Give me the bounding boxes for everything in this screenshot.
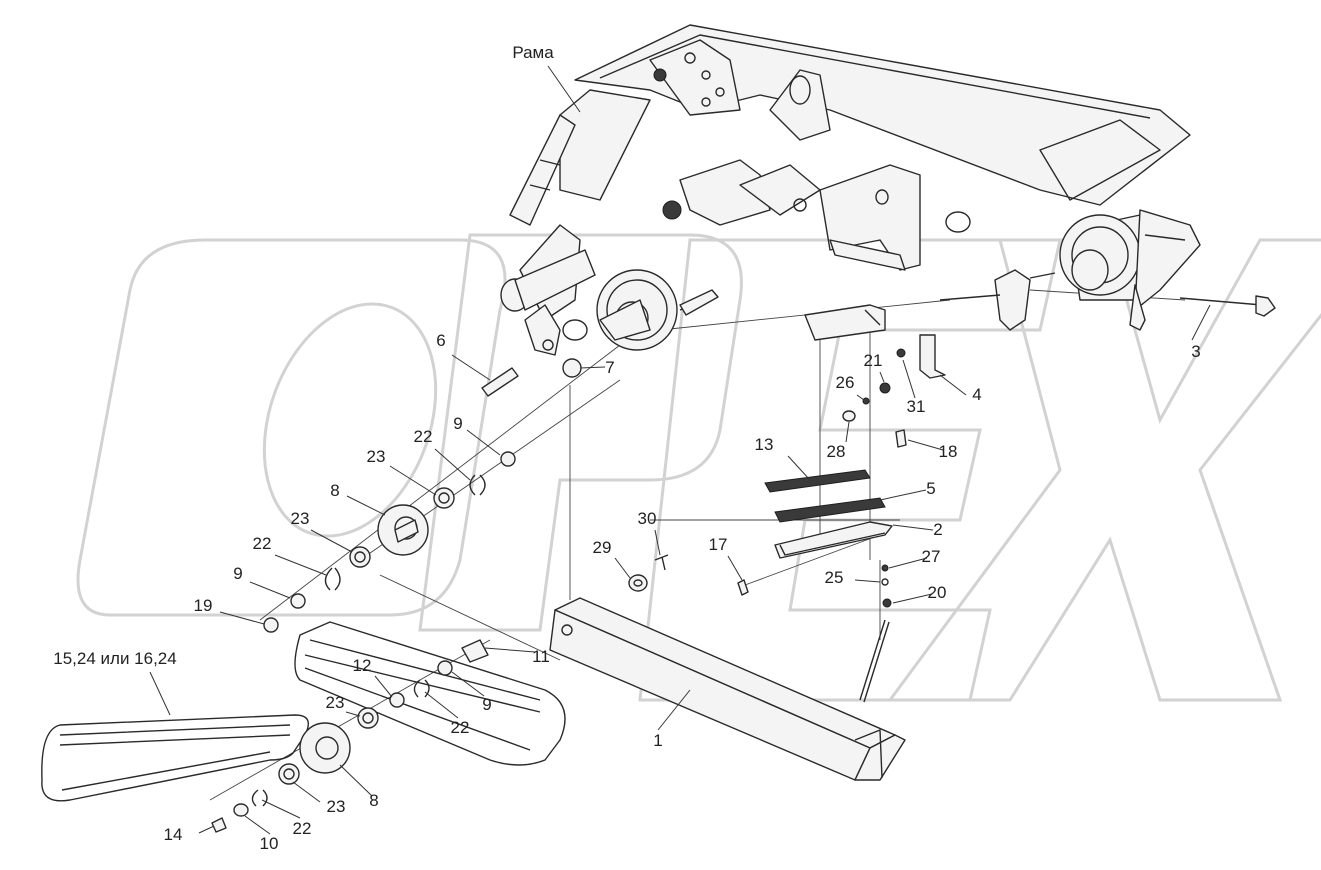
part-label-p9c: 9 xyxy=(482,695,491,714)
part-label-p28: 28 xyxy=(827,442,846,461)
part-label-p20: 20 xyxy=(928,583,947,602)
part-label-p12: 12 xyxy=(353,656,372,675)
part-label-p23c: 23 xyxy=(326,693,345,712)
part-label-p30: 30 xyxy=(638,509,657,528)
washer-29-pin-30 xyxy=(628,554,669,592)
beam-1 xyxy=(549,597,906,781)
tensioner-bracket-upper xyxy=(804,269,1056,448)
lower-shaft-parts xyxy=(211,358,582,833)
part-label-p1: 1 xyxy=(653,731,662,750)
part-label-p17: 17 xyxy=(709,535,728,554)
part-label-p27: 27 xyxy=(922,547,941,566)
part-label-p2: 2 xyxy=(933,520,942,539)
part-label-p4: 4 xyxy=(972,385,981,404)
part-label-p8b: 8 xyxy=(369,791,378,810)
part-label-p3: 3 xyxy=(1191,342,1200,361)
assembly-axis-lines xyxy=(209,289,1186,801)
bolt-17-and-nuts xyxy=(737,564,892,608)
part-label-p1524: 15,24 или 16,24 xyxy=(53,649,176,668)
part-label-rama: Рама xyxy=(512,43,554,62)
part-label-p19: 19 xyxy=(194,596,213,615)
part-label-p8a: 8 xyxy=(330,481,339,500)
part-label-p6: 6 xyxy=(436,331,445,350)
part-label-p22d: 22 xyxy=(293,819,312,838)
part-label-p11: 11 xyxy=(532,647,550,666)
part-label-p29: 29 xyxy=(593,538,612,557)
part-label-p10: 10 xyxy=(260,834,279,853)
plates-stack xyxy=(764,469,893,559)
chain-belt xyxy=(41,621,566,802)
part-label-p7: 7 xyxy=(605,358,614,377)
part-label-p5: 5 xyxy=(926,479,935,498)
part-label-p26: 26 xyxy=(836,373,855,392)
part-label-p18: 18 xyxy=(939,442,958,461)
part-label-p9b: 9 xyxy=(233,564,242,583)
part-label-p23a: 23 xyxy=(367,447,386,466)
part-label-p22b: 22 xyxy=(253,534,272,553)
part-label-p13: 13 xyxy=(755,435,774,454)
upper-sprocket xyxy=(596,269,719,351)
part-label-p14: 14 xyxy=(164,825,183,844)
label-leaders xyxy=(149,65,1211,835)
sprocket-8-upper xyxy=(377,504,429,556)
part-label-p9a: 9 xyxy=(453,414,462,433)
part-label-p21: 21 xyxy=(864,351,883,370)
part-label-p22a: 22 xyxy=(414,427,433,446)
watermark-logo xyxy=(76,233,1321,702)
long-bolt-3 xyxy=(1179,295,1276,317)
part-label-p23b: 23 xyxy=(291,509,310,528)
part-label-p25: 25 xyxy=(825,568,844,587)
sprocket-8-lower xyxy=(299,722,351,774)
part-label-p31: 31 xyxy=(907,397,926,416)
part-label-p22c: 22 xyxy=(451,718,470,737)
main-frame xyxy=(500,24,1201,356)
part-label-p23d: 23 xyxy=(327,797,346,816)
